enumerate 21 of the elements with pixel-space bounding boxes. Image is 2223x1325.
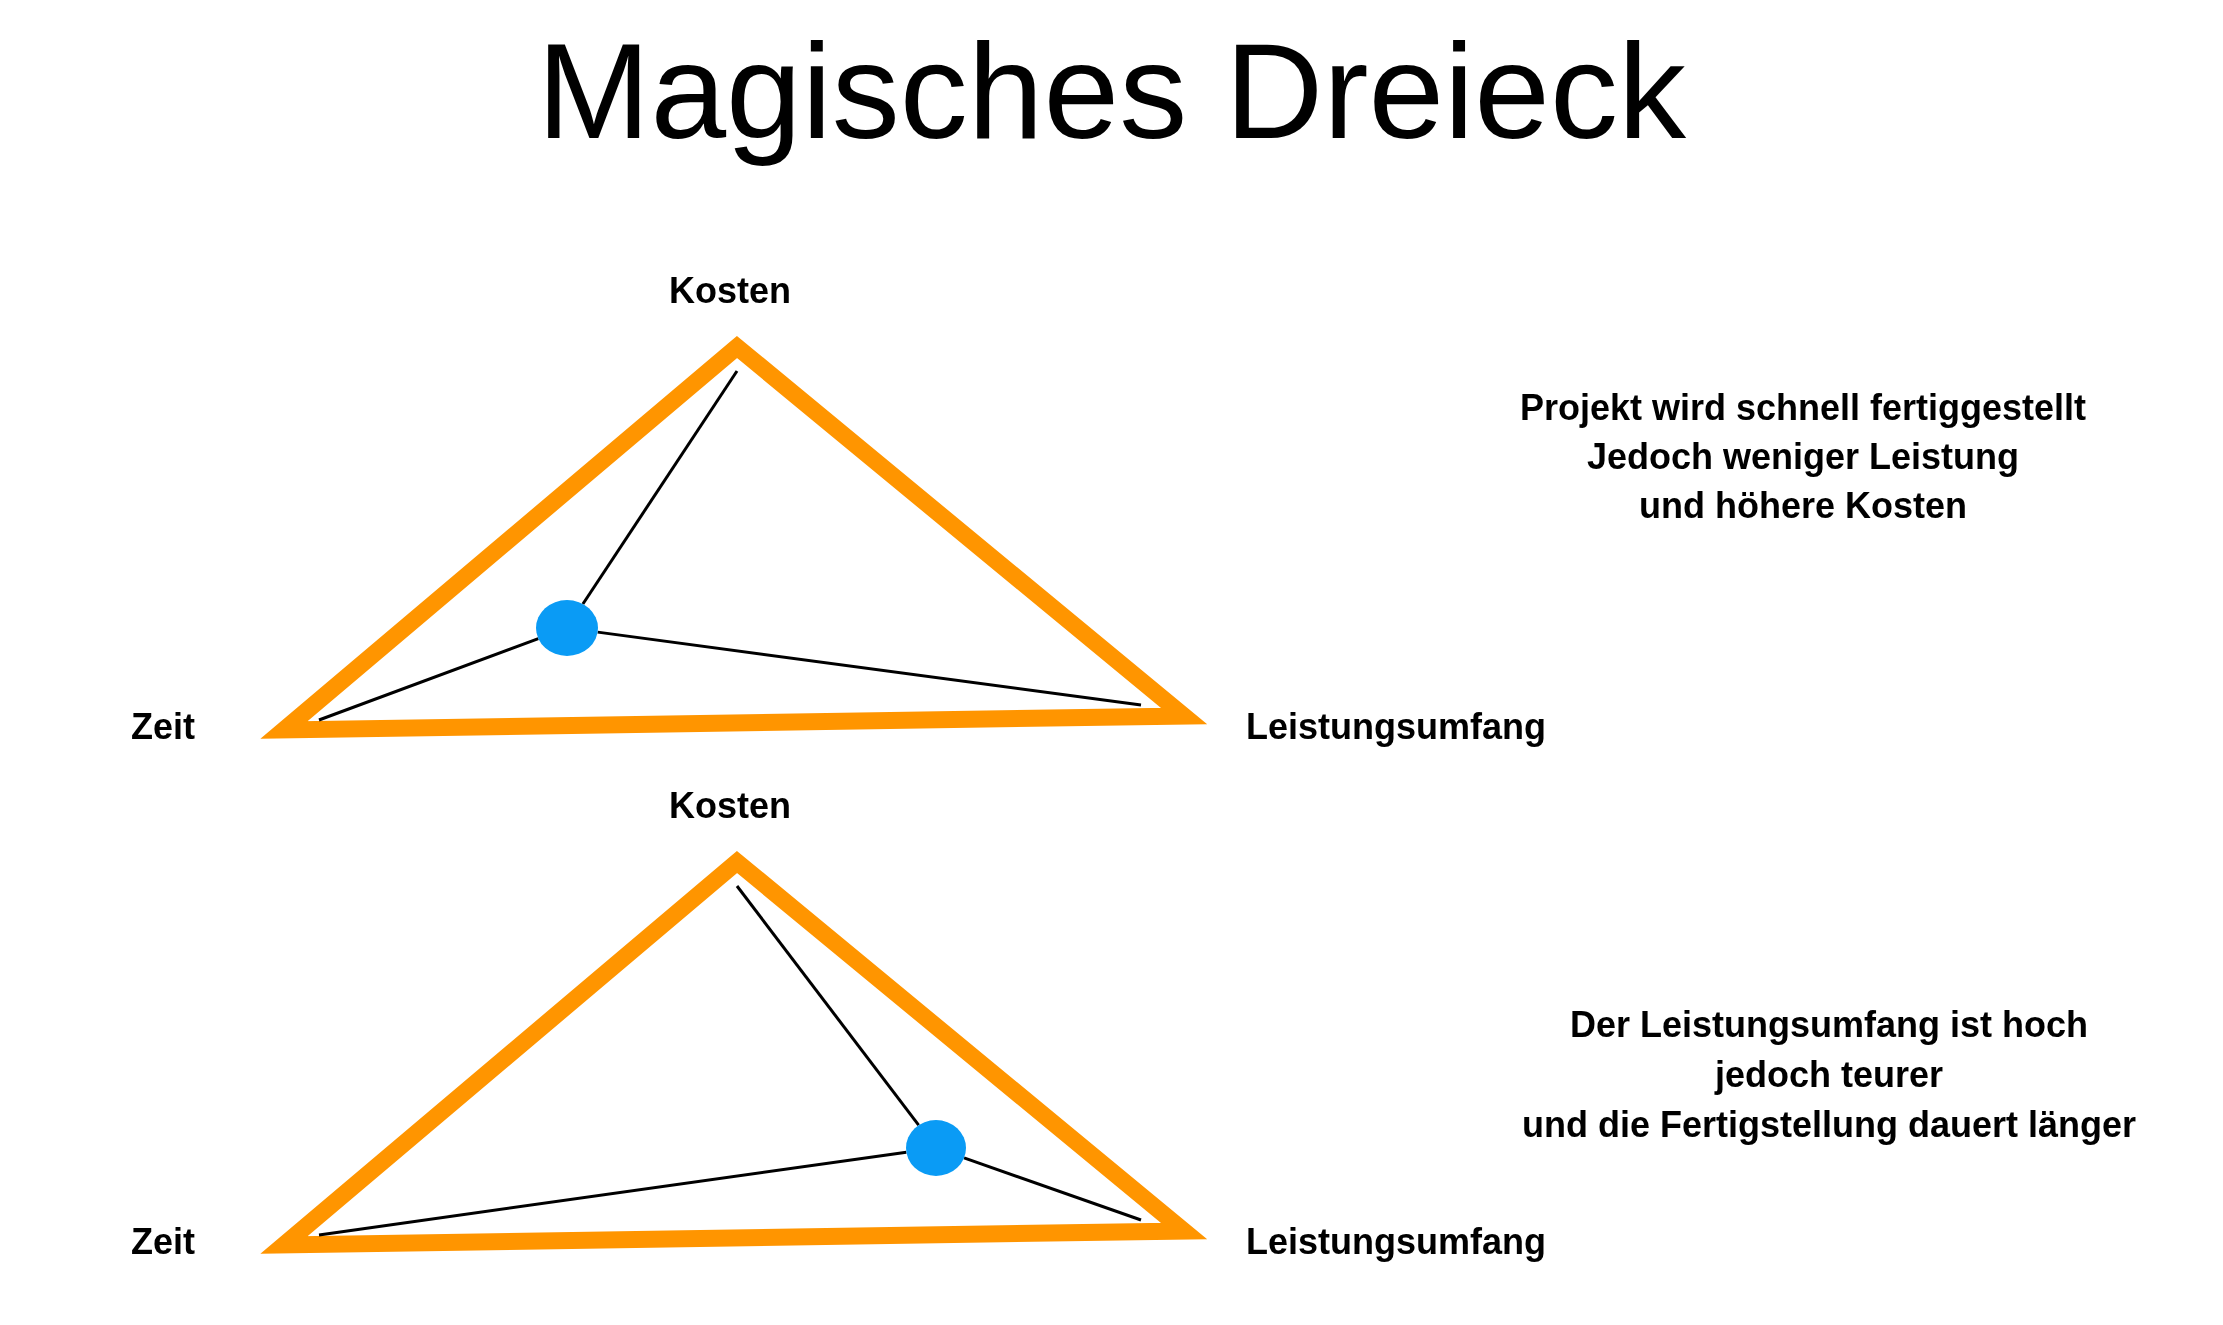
connector-line [581,370,739,605]
connector-line [597,630,1142,707]
corner-label: Zeit [131,707,195,747]
corner-label: Leistungsumfang [1246,707,1546,747]
note-text: Projekt wird schnell fertiggestellt [1519,388,2087,428]
note-text: Der Leistungsumfang ist hoch [1570,1005,2088,1045]
note-text: und die Fertigstellung dauert länger [1521,1105,2137,1145]
connector-line [318,1150,907,1237]
note-text: jedoch teurer [1714,1055,1944,1095]
note-text: Jedoch weniger Leistung [1586,437,2020,477]
corner-label: Zeit [131,1222,195,1262]
dot [536,600,598,656]
connector-line [735,885,920,1127]
corner-label: Kosten [669,271,791,311]
corner-label: Kosten [669,786,791,826]
corner-label: Leistungsumfang [1246,1222,1546,1262]
connector-line [963,1156,1142,1222]
dot [906,1120,966,1176]
connector-line [318,637,539,722]
note-text: und höhere Kosten [1639,486,1967,526]
diagram-title: Magisches Dreieck [537,17,1686,167]
